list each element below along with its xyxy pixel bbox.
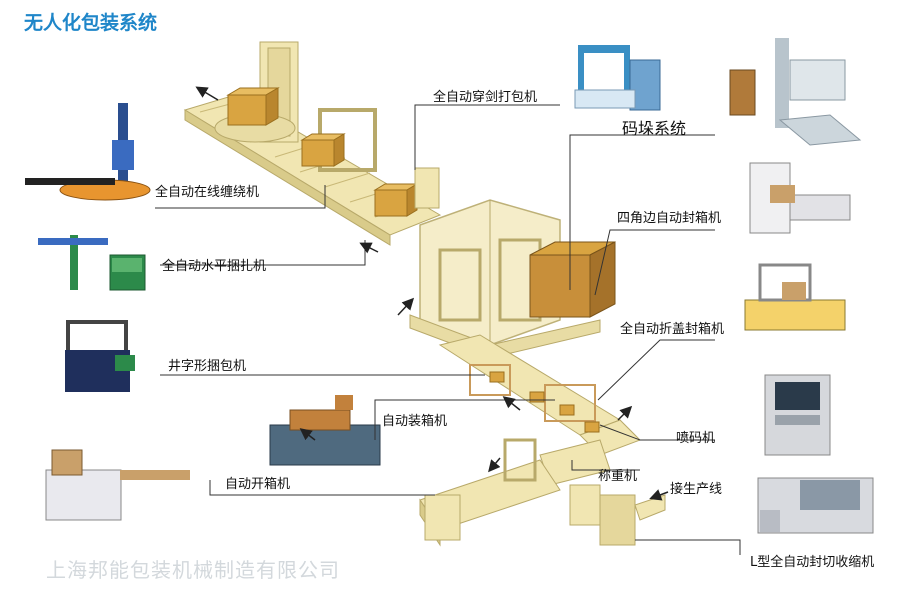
arrow-icon [617,405,633,421]
palletizer-station [409,199,616,359]
company-watermark: 上海邦能包装机械制造有限公司 [46,558,340,582]
arrow-icon [502,396,521,411]
label-inkjet-printer: 喷码机 [676,431,716,446]
label-production-line: 接生产线 [670,482,723,497]
arrow-icon [299,428,316,441]
four-corner-sealer-image [749,162,851,234]
arrow-icon [359,242,379,254]
label-l-sealer: L型全自动封切收缩机 [750,555,875,570]
page-title: 无人化包装系统 [24,12,158,34]
label-cross-strapper: 井字形捆包机 [168,359,247,374]
case-erector-image [45,449,190,521]
lower-conveyor [419,334,666,547]
carton-on-conveyor [373,167,440,217]
label-stretch-wrapper: 全自动在线缠绕机 [155,185,260,200]
label-auto-case-erector: 自动开箱机 [225,477,291,492]
auto-case-packer-image [269,395,381,466]
stretch-wrapper-image [25,103,151,201]
palletizer-image [729,38,862,146]
arrow-icon [488,457,501,473]
l-sealer-image [757,477,874,534]
arrow-icon [195,86,219,101]
arrow-icon [649,489,669,501]
flow-arrows [195,86,669,501]
horizontal-strapper-station [300,108,377,172]
stretch-wrapper-station [214,41,299,143]
fold-cover-sealer-image [744,263,846,331]
cross-strapper-image [65,320,135,392]
inkjet-printer-image [764,374,831,456]
label-four-corner-sealer: 四角边自动封箱机 [617,211,722,226]
label-check-weigher: 称重机 [598,469,638,484]
arch-strapper-image [574,45,661,111]
label-horizontal-strapper: 全自动水平捆扎机 [162,259,267,274]
arrow-icon [397,297,415,316]
main-conveyor [183,94,442,246]
horizontal-strapper-image [38,235,146,291]
label-fold-cover-sealer: 全自动折盖封箱机 [620,322,725,337]
label-palletizer: 码垛系统 [622,119,687,138]
label-arch-strapper: 全自动穿剑打包机 [433,90,538,105]
label-auto-case-packer: 自动装箱机 [382,414,448,429]
